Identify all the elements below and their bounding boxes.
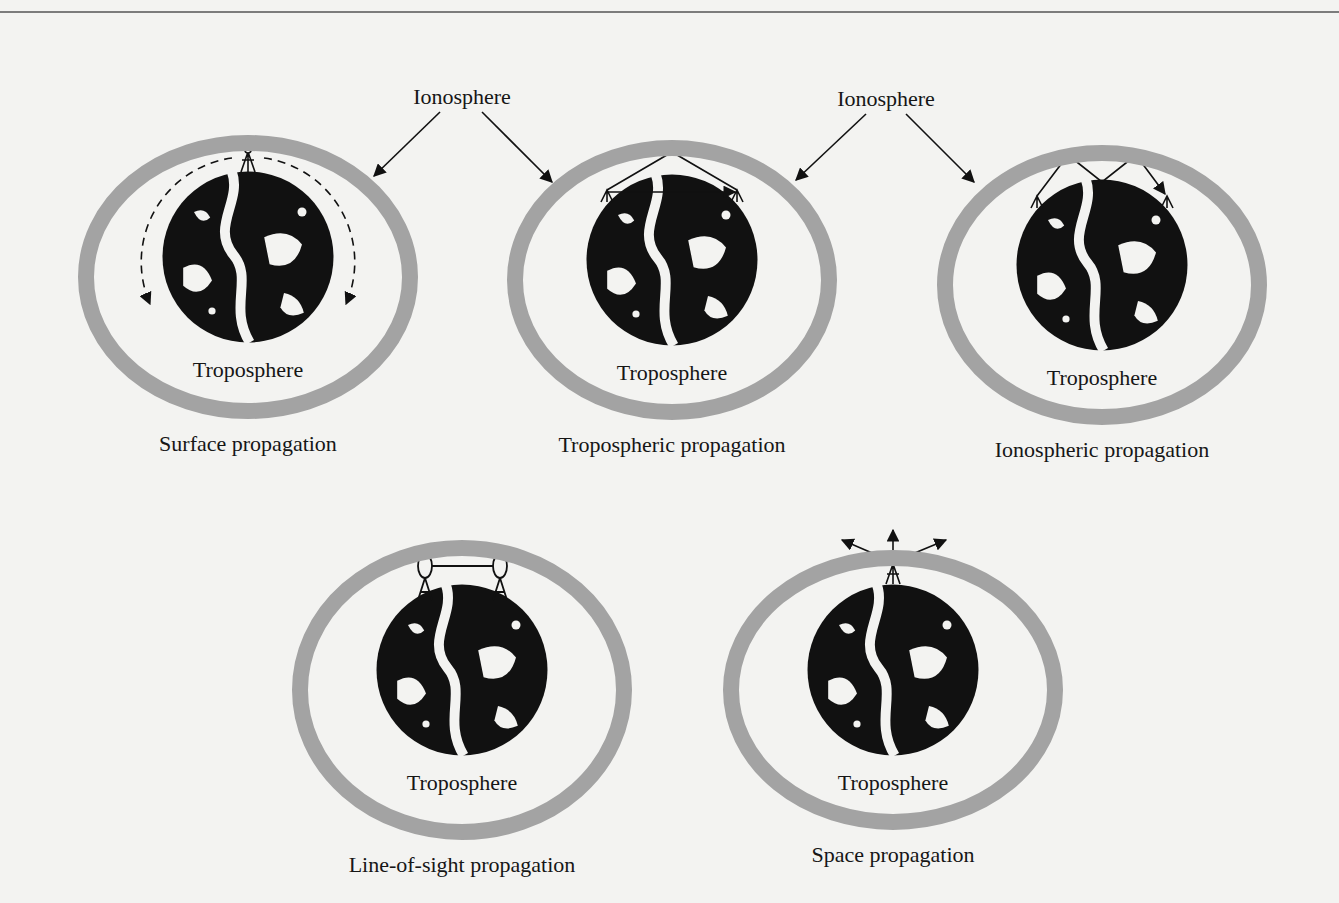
layer-label: Ionosphere [837,86,935,112]
ionosphere-ring: TroposphereSurface propagation [78,135,418,419]
layer-label: Ionosphere [413,84,511,110]
earth-globe [377,585,548,756]
ionosphere-ring: TroposphereIonospheric propagation [937,145,1267,425]
earth-globe [587,175,758,346]
earth-globe [1017,180,1188,351]
ionosphere-ring: TroposphereSpace propagation [723,550,1063,830]
figure-caption: Tropospheric propagation [558,432,785,458]
line-of-sight-towers [418,554,507,600]
figure-caption: Surface propagation [159,431,337,457]
layer-name: Troposphere [404,770,520,796]
layer-name: Troposphere [190,357,306,383]
earth-globe [808,585,979,756]
layer-name: Troposphere [1044,365,1160,391]
ionosphere-ring: TroposphereLine-of-sight propagation [292,540,632,840]
page-rule [0,11,1339,13]
surface-wave [141,147,355,304]
earth-globe [163,172,334,343]
layer-name: Troposphere [835,770,951,796]
ionosphere-ring: TroposphereTropospheric propagation [507,140,837,420]
figure-caption: Space propagation [811,842,974,868]
layer-name: Troposphere [614,360,730,386]
figure-caption: Ionospheric propagation [995,437,1209,463]
figure-caption: Line-of-sight propagation [349,852,576,878]
